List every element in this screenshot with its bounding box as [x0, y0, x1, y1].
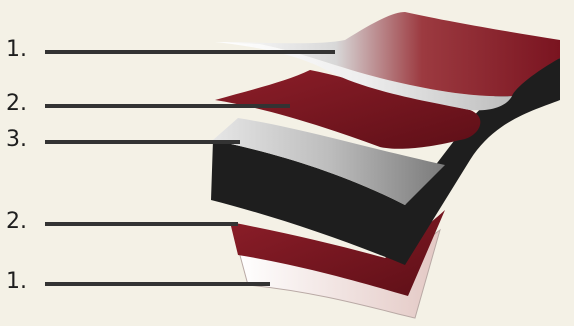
layer-label-2: 2.: [6, 91, 27, 116]
layer-label-4: 2.: [6, 209, 27, 234]
layer-label-1: 1.: [6, 37, 27, 62]
layer-label-5: 1.: [6, 269, 27, 294]
layer-label-3: 3.: [6, 127, 27, 152]
